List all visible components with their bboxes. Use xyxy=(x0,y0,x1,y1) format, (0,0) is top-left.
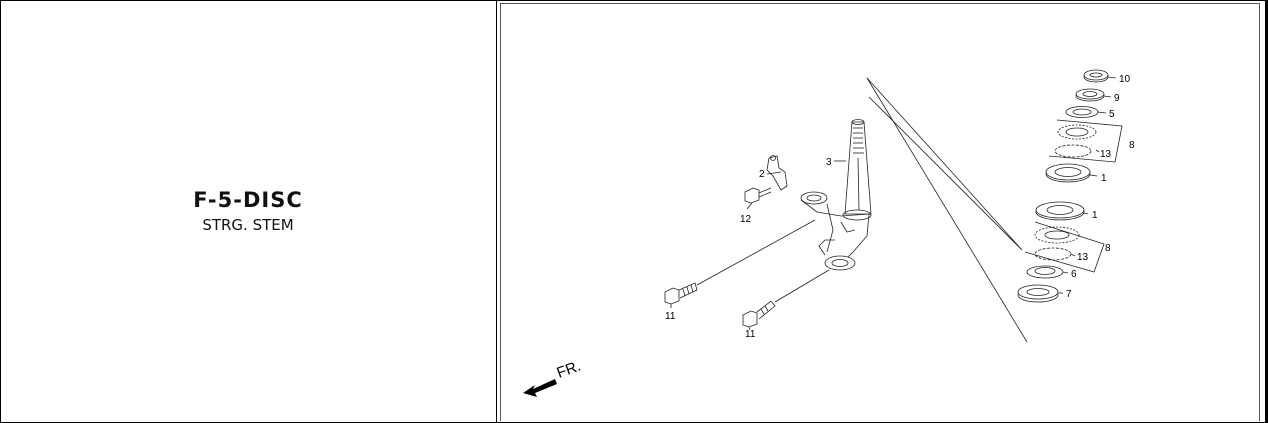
exploded-parts-diagram: FR. 10 9 5 8 13 1 1 8 13 6 7 3 2 12 11 1… xyxy=(523,69,1135,397)
part-label-13-upper: 13 xyxy=(1100,149,1112,160)
part-label-1-lower: 1 xyxy=(1092,210,1098,221)
part-label-9: 9 xyxy=(1114,93,1120,104)
bolt-11-left xyxy=(664,219,816,305)
diagram-frame xyxy=(500,3,1260,421)
parts-diagram-panel: FR. 10 9 5 8 13 1 1 8 13 6 7 3 2 12 11 1… xyxy=(497,0,1265,423)
part-label-3: 3 xyxy=(826,157,832,168)
part-label-8-lower: 8 xyxy=(1105,243,1111,254)
part-label-11-left: 11 xyxy=(665,311,676,322)
lower-bearing-stack xyxy=(1017,201,1105,303)
part-label-8-upper: 8 xyxy=(1129,140,1135,151)
section-code: F-5-DISC xyxy=(193,188,303,212)
part-label-10: 10 xyxy=(1119,74,1131,85)
part-label-2: 2 xyxy=(759,169,765,180)
section-title: STRG. STEM xyxy=(202,216,294,234)
bolt-12 xyxy=(744,187,772,204)
cable-clamp xyxy=(766,155,788,191)
front-direction-label: FR. xyxy=(555,358,584,382)
section-info-panel: F-5-DISC STRG. STEM xyxy=(0,0,496,423)
part-label-13-lower: 13 xyxy=(1077,252,1089,263)
guide-line-main xyxy=(866,77,1028,343)
guide-line-upper xyxy=(866,77,1023,251)
part-label-6: 6 xyxy=(1071,269,1077,280)
leader-lines xyxy=(670,76,1117,331)
part-label-12: 12 xyxy=(740,214,752,225)
upper-bearing-stack xyxy=(1045,69,1123,183)
part-label-7: 7 xyxy=(1066,289,1072,300)
bolt-11-right xyxy=(742,269,830,328)
steering-stem xyxy=(842,119,872,221)
panel-divider xyxy=(496,0,497,423)
part-label-5: 5 xyxy=(1109,109,1115,120)
lower-bracket xyxy=(800,191,870,271)
part-label-11-right: 11 xyxy=(745,329,756,340)
part-label-1-upper: 1 xyxy=(1101,173,1107,184)
front-direction-arrow xyxy=(523,379,557,397)
